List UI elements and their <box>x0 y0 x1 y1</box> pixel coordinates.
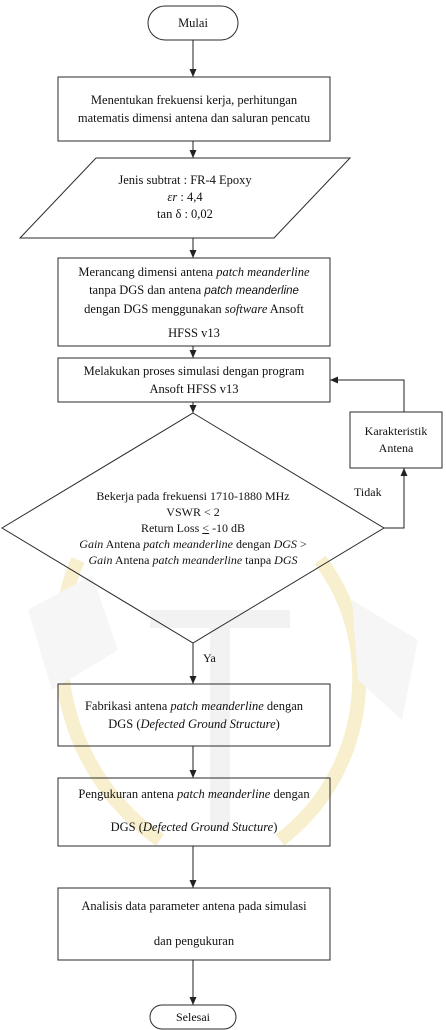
characteristics-box <box>349 411 443 469</box>
text-segment: ) <box>273 820 278 834</box>
characteristics-line-2: Antena <box>378 441 414 455</box>
term-patch-meanderline: patch meanderline <box>170 699 264 713</box>
watermark <box>28 555 418 846</box>
decision-line-gain-with-dgs: Gain Antena patch meanderline dengan DGS… <box>43 536 343 552</box>
text-segment: dengan <box>263 699 303 713</box>
term-defected-ground-structure: Defected Ground Structure <box>140 717 276 731</box>
text-segment: dengan <box>232 537 274 551</box>
watermark-right-shape <box>352 600 418 720</box>
text-segment: dengan DGS menggunakan <box>84 302 225 316</box>
step-simulate-text: Melakukan proses simulasi dengan program… <box>58 362 330 398</box>
decision-text: Bekerja pada frekuensi 1710-1880 MHz VSW… <box>43 488 343 568</box>
step-analyze-text: Analisis data parameter antena pada simu… <box>58 897 330 950</box>
watermark-right-arc <box>275 555 367 846</box>
step-design-line-4: HFSS v13 <box>168 326 220 340</box>
text-segment: tanpa DGS dan antena <box>89 283 205 297</box>
substrate-line-1: Jenis subtrat : FR-4 Epoxy <box>118 173 252 187</box>
end-terminal <box>149 1004 237 1030</box>
term-software: software <box>224 302 268 316</box>
term-patch-meanderline: patch meanderline <box>216 265 310 279</box>
step-fabricate-text: Fabrikasi antena patch meanderline denga… <box>58 697 330 733</box>
text-segment: ) <box>275 717 280 731</box>
substrate-line-2: εr : 4,4 <box>60 189 310 206</box>
step-analyze-line-1: Analisis data parameter antena pada simu… <box>81 899 307 913</box>
step-determine-line-1: Menentukan frekuensi kerja, perhitungan <box>90 93 298 107</box>
step-determine-text: Menentukan frekuensi kerja, perhitungan … <box>58 91 330 127</box>
arrow-no-branch-to-characteristics <box>384 468 408 529</box>
text-segment: Fabrikasi antena <box>84 699 171 713</box>
step-analyze-line-2: dan pengukuran <box>153 934 235 948</box>
step-fabricate-line-1: Fabrikasi antena patch meanderline denga… <box>58 697 330 715</box>
text-segment: -10 dB <box>209 521 246 535</box>
step-simulate-line-1: Melakukan proses simulasi dengan program <box>83 364 305 378</box>
text-segment: dengan <box>270 787 310 801</box>
yes-branch-label: Ya <box>203 651 216 665</box>
characteristics-line-1: Karakteristik <box>364 424 428 438</box>
substrate-input-parallelogram <box>18 157 352 239</box>
step-fabricate-box <box>57 683 331 747</box>
substrate-line-3: tan δ : 0,02 <box>157 207 213 221</box>
watermark-emblem-shape <box>150 610 290 830</box>
arrow-characteristics-to-simulate <box>330 376 405 412</box>
no-branch-label: Tidak <box>354 485 382 499</box>
term-patch-meanderline: patch meanderline <box>152 553 243 567</box>
text-segment: Ansoft <box>267 302 304 316</box>
step-design-line-2: tanpa DGS dan antena patch meanderline <box>58 281 330 300</box>
text-segment: Pengukuran antena <box>78 787 177 801</box>
text-segment: tanpa <box>242 553 275 567</box>
term-dgs: DGS <box>274 553 298 567</box>
text-segment: DGS ( <box>110 820 143 834</box>
step-simulate-line-2: Ansoft HFSS v13 <box>149 382 239 396</box>
epsilon-r-value: : 4,4 <box>177 190 203 204</box>
term-gain: Gain <box>88 553 113 567</box>
step-determine-line-2: matematis dimensi antena dan saluran pen… <box>77 111 311 125</box>
text-segment: Antena <box>103 537 144 551</box>
end-terminal-label: Selesai <box>176 1010 210 1024</box>
step-design-text: Merancang dimensi antena patch meanderli… <box>58 263 330 342</box>
characteristics-text: Karakteristik Antena <box>350 423 442 457</box>
term-patch-meanderline: patch meanderline <box>143 537 233 551</box>
decision-line-return-loss: Return Loss < -10 dB <box>43 520 343 536</box>
term-patch-meanderline: patch meanderline <box>176 787 271 801</box>
step-measure-line-2: DGS (Defected Ground Stucture) <box>58 818 330 836</box>
decision-line-vswr: VSWR < 2 <box>166 505 220 519</box>
term-defected-ground-stucture: Defected Ground Stucture <box>142 820 274 834</box>
term-dgs: DGS <box>273 537 297 551</box>
step-determine-box <box>57 76 331 142</box>
step-fabricate-line-2: DGS (Defected Ground Structure) <box>58 715 330 733</box>
substrate-input-text: Jenis subtrat : FR-4 Epoxy εr : 4,4 tan … <box>60 172 310 223</box>
text-segment: DGS ( <box>108 717 141 731</box>
text-segment: Return Loss <box>140 521 203 535</box>
text-segment: Antena <box>112 553 153 567</box>
step-measure-text: Pengukuran antena patch meanderline deng… <box>58 785 330 836</box>
step-design-line-1: Merancang dimensi antena patch meanderli… <box>58 263 330 281</box>
watermark-left-arc <box>53 557 164 846</box>
step-measure-line-1: Pengukuran antena patch meanderline deng… <box>58 785 330 803</box>
text-segment: > <box>296 537 307 551</box>
less-equal-symbol: < <box>202 521 210 535</box>
epsilon-r-symbol: εr <box>167 190 178 204</box>
step-design-line-3: dengan DGS menggunakan software Ansoft <box>58 300 330 318</box>
term-gain: Gain <box>79 537 104 551</box>
term-patch-meanderline: patch meanderline <box>204 285 299 297</box>
step-measure-box <box>57 777 331 847</box>
text-segment: Merancang dimensi antena <box>78 265 217 279</box>
decision-line-frequency: Bekerja pada frekuensi 1710-1880 MHz <box>96 489 290 503</box>
step-design-box <box>57 257 331 347</box>
start-terminal-label: Mulai <box>178 16 208 30</box>
decision-line-gain-without-dgs: Gain Antena patch meanderline tanpa DGS <box>43 552 343 568</box>
watermark-left-shape <box>28 575 118 690</box>
step-analyze-box <box>57 887 331 961</box>
